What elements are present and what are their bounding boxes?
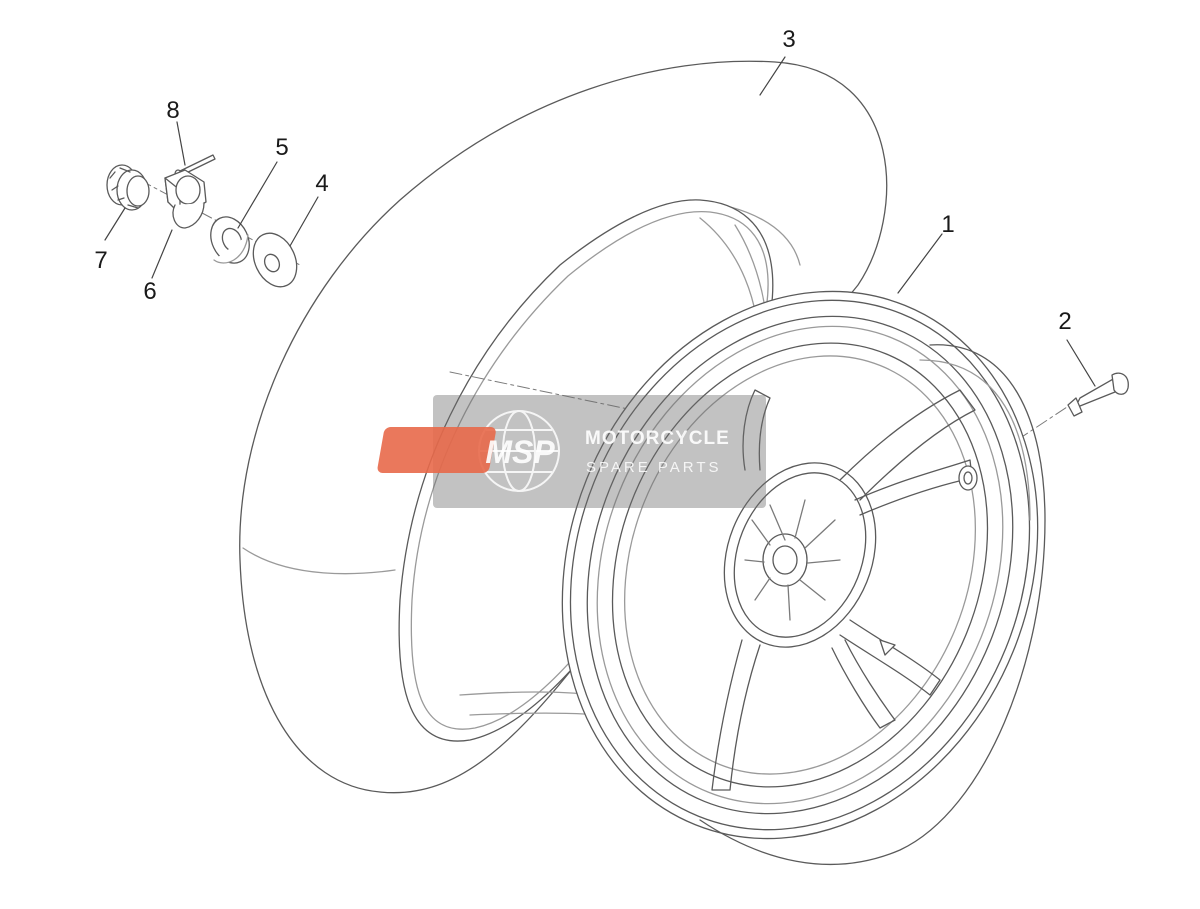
callout-3: 3	[782, 26, 795, 53]
watermark-panel	[433, 395, 766, 508]
tire-valve	[1067, 372, 1129, 417]
watermark-logo-badge	[377, 427, 496, 473]
wheel-rim	[561, 290, 1046, 866]
watermark-logo: MSP	[485, 434, 555, 470]
leader-lines	[104, 56, 1096, 387]
callout-labels: 1 2 3 4 5 6 7 8	[94, 26, 1071, 335]
flat-washer	[252, 232, 298, 288]
thick-washer	[210, 216, 250, 264]
watermark-subtitle: SPARE PARTS	[586, 459, 722, 476]
callout-2: 2	[1058, 308, 1071, 335]
callout-8: 8	[166, 97, 179, 124]
callout-7: 7	[94, 247, 107, 274]
callout-1: 1	[941, 211, 954, 238]
watermark-title: MOTORCYCLE	[585, 428, 730, 449]
callout-4: 4	[315, 170, 328, 197]
callout-5: 5	[275, 134, 288, 161]
watermark: MSP MOTORCYCLE SPARE PARTS	[377, 395, 766, 508]
callout-6: 6	[143, 278, 156, 305]
castle-nut-cap	[106, 164, 150, 211]
axle-nut	[164, 169, 207, 229]
